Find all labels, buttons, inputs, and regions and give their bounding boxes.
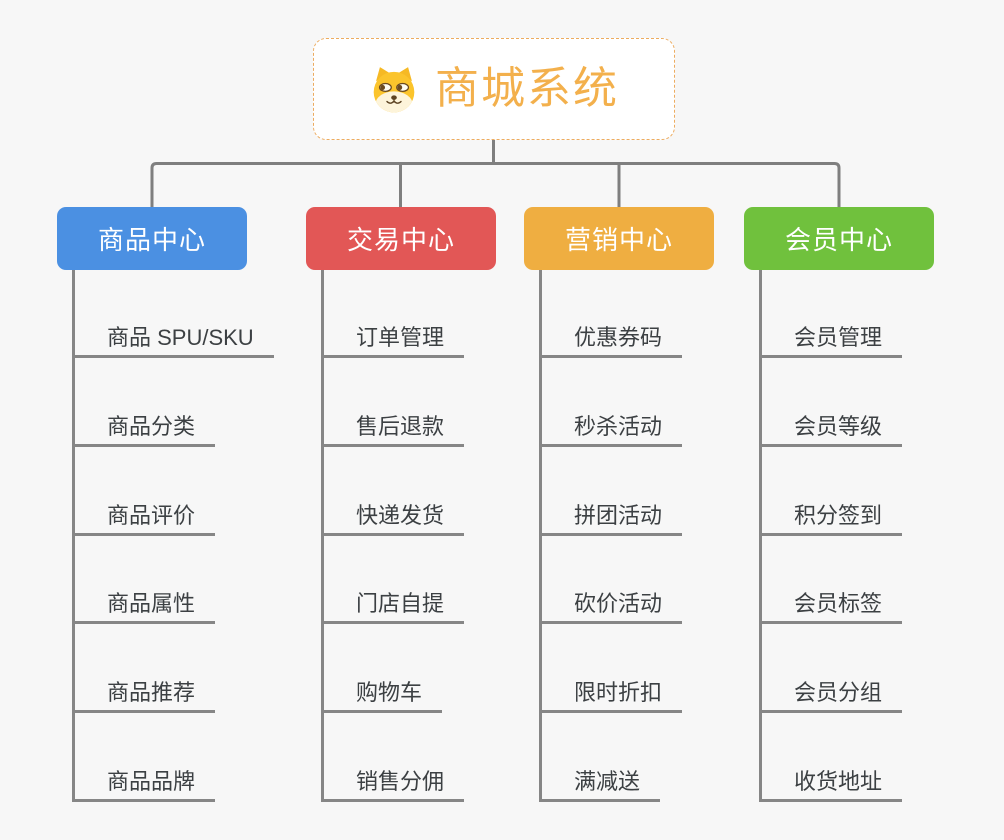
child-node[interactable]: 限时折扣 — [540, 677, 683, 713]
branch-node-1[interactable]: 商品中心 — [57, 207, 247, 270]
child-node[interactable]: 会员等级 — [760, 411, 903, 447]
branch-label: 商品中心 — [97, 225, 206, 255]
branch-node-3[interactable]: 营销中心 — [524, 207, 714, 270]
child-node[interactable]: 商品推荐 — [73, 677, 216, 713]
child-node[interactable]: 会员管理 — [760, 322, 903, 358]
child-node[interactable]: 商品属性 — [73, 588, 216, 624]
child-node[interactable]: 商品评价 — [73, 500, 216, 536]
branch-node-4[interactable]: 会员中心 — [744, 207, 934, 270]
child-node[interactable]: 购物车 — [322, 677, 443, 713]
child-node[interactable]: 商品 SPU/SKU — [73, 322, 274, 358]
branch-node-2[interactable]: 交易中心 — [306, 207, 496, 270]
child-node[interactable]: 满减送 — [540, 766, 661, 802]
child-node[interactable]: 优惠券码 — [540, 322, 683, 358]
child-node[interactable]: 砍价活动 — [540, 588, 683, 624]
child-node[interactable]: 会员分组 — [760, 677, 903, 713]
child-node[interactable]: 商品分类 — [73, 411, 216, 447]
child-node[interactable]: 积分签到 — [760, 500, 903, 536]
child-node[interactable]: 门店自提 — [322, 588, 465, 624]
child-node[interactable]: 快递发货 — [322, 500, 465, 536]
branch-trunk — [758, 270, 762, 802]
child-node[interactable]: 秒杀活动 — [540, 411, 683, 447]
branch-label: 营销中心 — [564, 225, 673, 255]
branch-label: 交易中心 — [346, 225, 455, 255]
child-node[interactable]: 商品品牌 — [73, 766, 216, 802]
child-node[interactable]: 售后退款 — [322, 411, 465, 447]
child-node[interactable]: 收货地址 — [760, 766, 903, 802]
shiba-dog-face-icon — [373, 67, 415, 113]
branch-label: 会员中心 — [784, 225, 893, 255]
branch-trunk — [538, 270, 542, 802]
child-node[interactable]: 拼团活动 — [540, 500, 683, 536]
root-node[interactable]: 商城系统 — [313, 38, 675, 140]
branch-trunk — [320, 270, 324, 802]
child-node[interactable]: 销售分佣 — [322, 766, 465, 802]
root-title: 商城系统 — [435, 64, 619, 113]
branch-trunk — [71, 270, 75, 802]
child-node[interactable]: 订单管理 — [322, 322, 465, 358]
child-node[interactable]: 会员标签 — [760, 588, 903, 624]
